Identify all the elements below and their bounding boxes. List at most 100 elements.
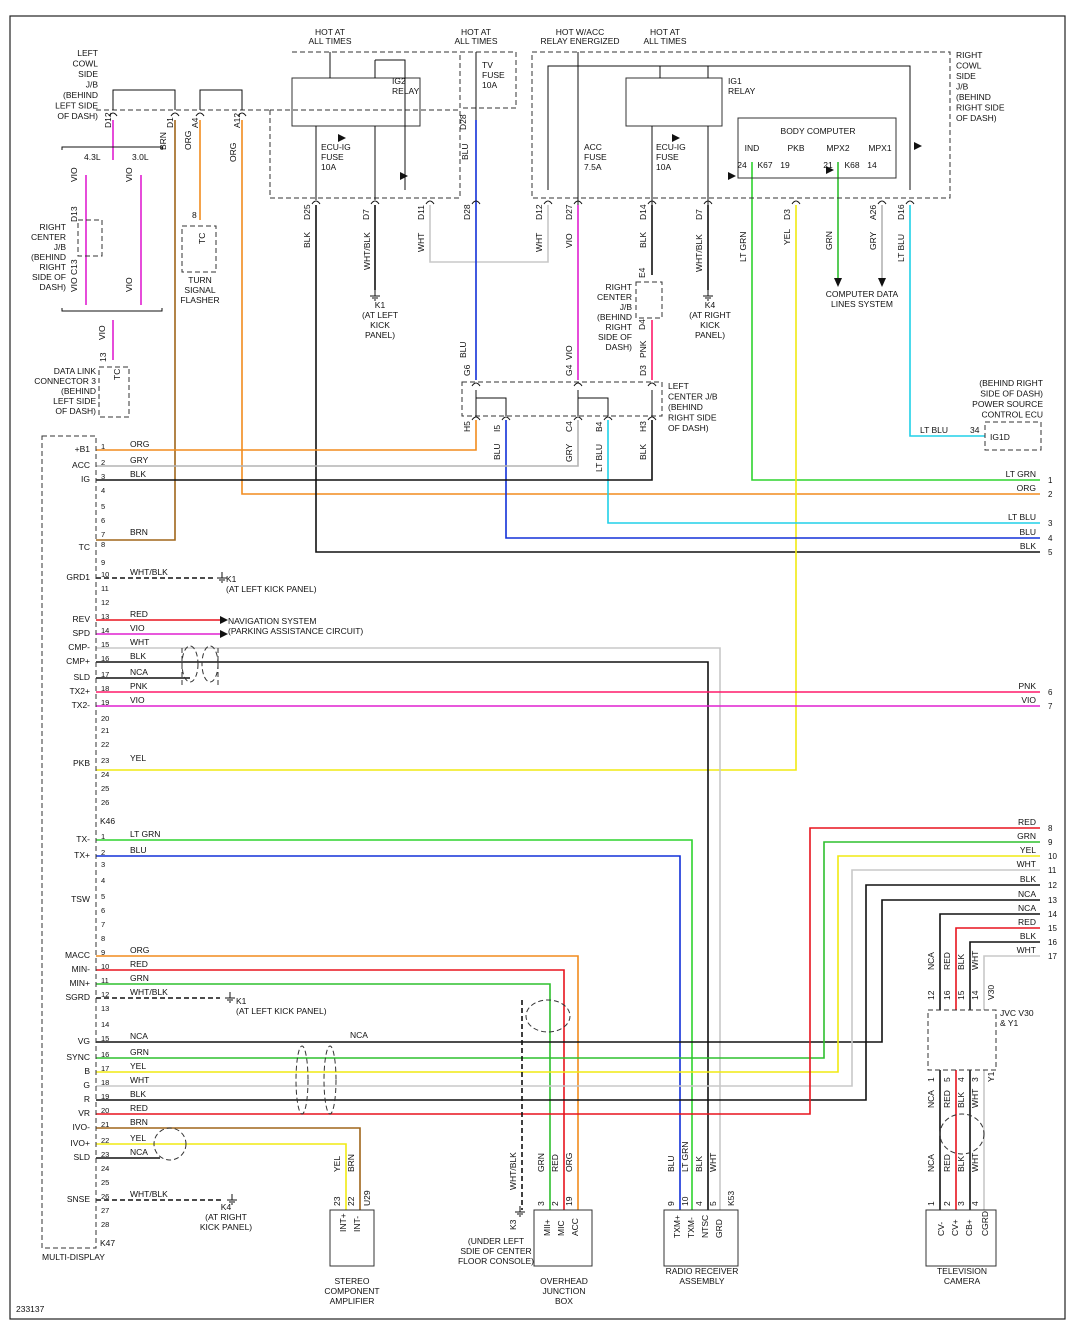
k47-wire-color: BLK [130,1089,146,1099]
right-ref-number: 3 [1048,519,1053,528]
right-ref-number: 5 [1048,548,1053,557]
k47-pin-name: IVO- [73,1122,91,1132]
wire-color-label: BLK [694,1156,704,1172]
wire-color-label: NCA [926,952,936,970]
diagram-frame [9,15,1066,1320]
left-cowl-label-line: LEFT SIDE [55,101,98,111]
k47-pin-number: 11 [101,976,109,985]
right-ref-color: BLK [1020,931,1036,941]
k47-pin-name: VR [78,1108,90,1118]
pin-label: D4 [637,319,647,330]
pin-number: 3 [970,1077,980,1082]
k47-pin-name: SNSE [67,1194,90,1204]
arrow-right-icon [220,616,228,624]
k47-pin-number: 22 [101,1136,109,1145]
shield-icon [201,645,219,683]
wire-color-label: BLU [458,341,468,358]
k1-left-label-line: K1 [236,996,247,1006]
k47-wire-color: GRN [130,1047,149,1057]
body-pin-label: MPX2 [826,143,849,153]
pin-number: 1 [926,1201,936,1206]
pin-label: D3 [638,365,648,376]
k46-wire-color: BLK [130,651,146,661]
wire-wht [96,869,1040,1087]
ig1-relay-label-line: RELAY [728,86,756,96]
right-ref-color: YEL [1020,845,1036,855]
right-ref-color: NCA [1018,889,1036,899]
pin-label: D12 [103,112,113,128]
k47-pin-number: 7 [101,920,105,929]
hot-at-all-times-label-line: HOT AT [461,27,491,37]
ecu-ig-fuse-label-line: FUSE [321,152,344,162]
left-cowl-label-line: (BEHIND [63,90,98,100]
right-center-jb-left-label-line: SIDE OF [32,272,66,282]
right-ref-color: ORG [1017,483,1036,493]
pin-label: A12 [232,113,242,128]
pin-label: K3 [508,1219,518,1230]
wire-red [96,969,565,1210]
k46-pin-number: 9 [101,558,105,567]
wire-color-label: WHT [970,951,980,970]
pin-number: 5 [942,1077,952,1082]
k47-wire-color: GRN [130,973,149,983]
pin-number: 22 [346,1196,356,1206]
pin-label: D25 [302,204,312,220]
body-pin-label: IND [745,143,760,153]
wire-color-label: RED [942,1154,952,1172]
ig2-relay-label-line: RELAY [392,86,420,96]
k3-label-line: (UNDER LEFT [468,1236,524,1246]
k46-pin-number: 15 [101,640,109,649]
right-cowl-label-line: OF DASH) [956,113,997,123]
right-ref-color: VIO [1021,695,1036,705]
overhead-label-line: JUNCTION [543,1286,586,1296]
jb-connector-icon [311,200,321,205]
k47-pin-number: 1 [101,832,105,841]
ig2-feed [329,52,406,190]
cowl-connector-icon [237,112,247,117]
left-center-jb-label-line: CENTER J/B [668,392,718,402]
k46-pin-number: 25 [101,784,109,793]
k46-pin-name: GRD1 [66,572,90,582]
pin-label: D7 [361,209,371,220]
k47-wire-color: YEL [130,1061,146,1071]
wire-color-label: RED [942,1090,952,1108]
power-source-label-line: CONTROL ECU [981,410,1043,420]
cowl-connector-icon [108,112,118,117]
k46-pin-number: 14 [101,626,109,635]
k46-pin-name: REV [73,614,91,624]
k3-label-line: FLOOR CONSOLE) [458,1256,534,1266]
pin-label: D13 [69,206,79,222]
wire-wht [429,205,549,263]
engine-bracket [61,146,163,150]
wire-color-label: BLK [638,444,648,460]
jvc-label-line: & Y1 [1000,1018,1019,1028]
hot-at-all-times-label-line: ALL TIMES [309,36,352,46]
k3-label-line: SDIE OF CENTER [460,1246,531,1256]
k47-pin-number: 2 [101,848,105,857]
wire-color-label: PNK [638,340,648,358]
k1-label-line: PANEL) [365,330,395,340]
computer-data-label-line: COMPUTER DATA [826,289,899,299]
connector-k47-label: K47 [100,1238,115,1248]
cowl-connector-icon [170,112,180,117]
wire-color-label: WHT [416,233,426,252]
right-center-jb-mid-label-line: (BEHIND [597,312,632,322]
pin-label: D16 [896,204,906,220]
k46-pin-number: 3 [101,472,105,481]
right-cowl-label-line: SIDE [956,71,976,81]
connector-icon [471,382,481,387]
wire-nca [939,913,1040,1010]
connector-icon [471,416,481,421]
connector-icon [603,416,613,421]
wire-grn [96,841,1040,1059]
k46-pin-name: ACC [72,460,90,470]
k46-wire-color: YEL [130,753,146,763]
k1-label-line: K1 [375,300,386,310]
right-ref-color: BLU [1019,527,1036,537]
k47-wire-color: NCA [130,1147,148,1157]
wire-blk [96,661,709,1210]
left-center-jb-bus [475,390,653,416]
wire-org [241,120,1040,495]
overhead-label-line: BOX [555,1296,573,1306]
right-ref-number: 16 [1048,938,1057,947]
